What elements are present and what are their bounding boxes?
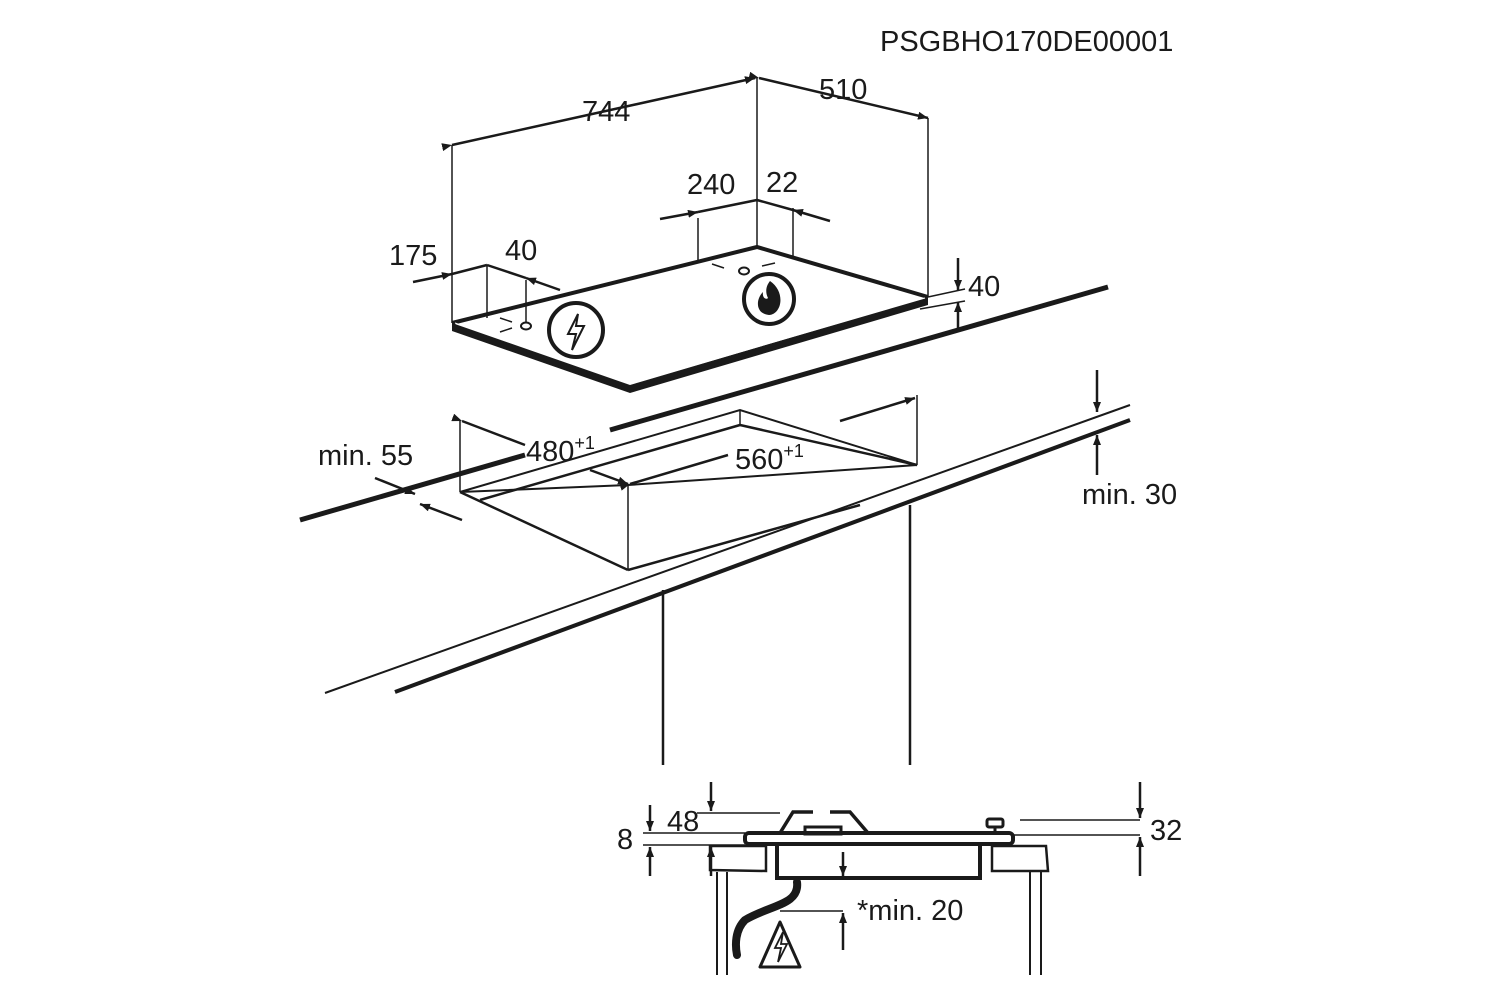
dim-cutout-480: 480+1 [526, 433, 595, 468]
dim-min-30: min. 30 [1082, 479, 1177, 511]
dim-plate-8: 8 [617, 824, 633, 856]
dim-electric-40: 40 [505, 235, 537, 267]
dim-min-55: min. 55 [318, 440, 413, 472]
dim-clearance-min-20: *min. 20 [857, 895, 963, 927]
worktop [299, 284, 1131, 765]
hob-top-view [412, 71, 966, 393]
electric-bolt-icon [547, 301, 605, 359]
dim-trivet-48: 48 [667, 806, 699, 838]
dim-depth-510: 510 [819, 74, 867, 106]
document-code: PSGBHO170DE00001 [880, 26, 1173, 58]
dim-cutout-560: 560+1 [735, 441, 804, 476]
dim-burner-240: 240 [687, 169, 735, 201]
gas-flame-icon [742, 272, 796, 326]
dim-height-40: 40 [968, 271, 1000, 303]
dim-knob-32: 32 [1150, 815, 1182, 847]
dim-burner-22: 22 [766, 167, 798, 199]
dim-width-744: 744 [582, 96, 630, 128]
electric-warning-icon [758, 920, 802, 969]
dim-electric-175: 175 [389, 240, 437, 272]
section-view [643, 782, 1144, 975]
